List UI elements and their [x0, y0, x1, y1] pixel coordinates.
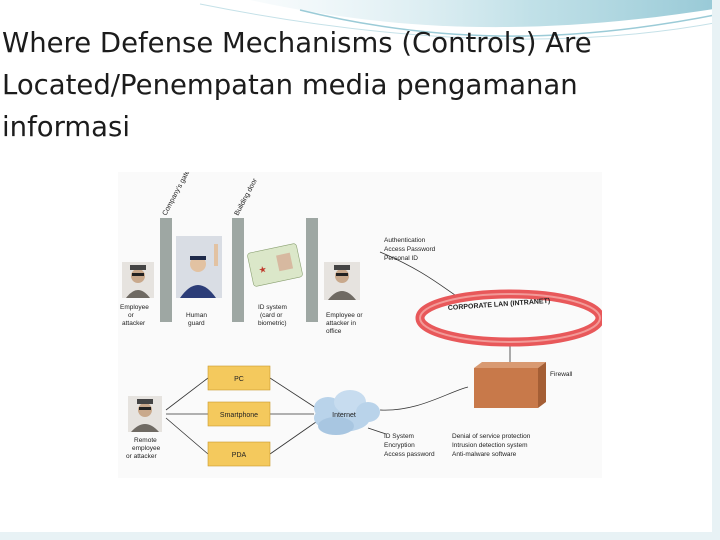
auth-item-1: Authentication: [384, 237, 426, 244]
remote-to-pda-line: [166, 418, 208, 454]
svg-text:Employee or attacker in: Employee or attacker in office: [326, 312, 364, 335]
defense-diagram: Company's gate Building door Employee or…: [118, 172, 602, 478]
bottom-left-item-1: ID System: [384, 433, 414, 440]
id-system-label-1: ID system: [258, 304, 287, 311]
firewall-icon: [474, 362, 546, 408]
attacker-left-label-3: attacker: [122, 320, 146, 327]
smartphone-label: Smartphone: [220, 412, 258, 419]
svg-text:Denial of service protection: Denial of service protection Intrusion d…: [452, 433, 532, 458]
building-door-post: [232, 218, 244, 322]
building-door-label: Building door: [234, 177, 260, 217]
bottom-border-bar: [0, 532, 720, 540]
id-card-icon: ★: [247, 243, 303, 287]
bottom-left-item-3: Access password: [384, 451, 435, 458]
pc-label: PC: [234, 376, 244, 383]
pc-to-internet-line: [270, 378, 316, 408]
svg-text:ID System Encryption: ID System Encryption Access password: [384, 433, 435, 458]
pda-box: PDA: [208, 442, 270, 466]
company-gate-post: [160, 218, 172, 322]
bottom-left-item-2: Encryption: [384, 442, 415, 449]
svg-text:Employee or attack: Employee or attacker: [120, 304, 151, 327]
slide-title: Where Defense Mechanisms (Controls) Are …: [2, 22, 714, 148]
svg-text:Authentication Access Pa: Authentication Access Password Personal …: [384, 237, 437, 262]
human-guard-icon: [176, 236, 222, 298]
bottom-right-item-3: Anti-malware software: [452, 451, 517, 458]
firewall-label: Firewall: [550, 371, 573, 378]
svg-text:Remote employee or: Remote employee or attacker: [126, 437, 162, 460]
svg-text:Human guard: Human guard: [186, 312, 209, 327]
company-gate-label: Company's gate: [162, 172, 192, 217]
title-line-3: informasi: [2, 106, 714, 148]
bottom-right-item-2: Intrusion detection system: [452, 442, 528, 449]
remote-label-1: Remote: [134, 437, 157, 444]
svg-text:ID system (card or: ID system (card or biometric): [258, 304, 289, 327]
bottom-right-item-1: Denial of service protection: [452, 433, 531, 440]
remote-to-pc-line: [166, 378, 208, 410]
human-guard-label-1: Human: [186, 312, 207, 319]
diagram-canvas: Company's gate Building door Employee or…: [118, 172, 602, 478]
title-line-2: Located/Penempatan media pengamanan: [2, 64, 714, 106]
attacker-left-label-1: Employee: [120, 304, 149, 311]
attacker-left-label-2: or: [128, 312, 135, 319]
attacker-office-icon: [324, 262, 360, 300]
remote-label-3: or attacker: [126, 453, 158, 460]
id-system-label-2: (card or: [260, 312, 283, 319]
attacker-office-label-1: Employee or: [326, 312, 363, 319]
attacker-office-label-3: office: [326, 328, 342, 335]
id-system-label-3: biometric): [258, 320, 287, 327]
title-line-1: Where Defense Mechanisms (Controls) Are: [2, 22, 714, 64]
smartphone-box: Smartphone: [208, 402, 270, 426]
remote-attacker-icon: [128, 396, 162, 432]
attacker-left-icon: [122, 262, 154, 298]
internet-to-firewall-line: [380, 387, 468, 410]
internet-label: Internet: [332, 412, 356, 419]
attacker-office-label-2: attacker in: [326, 320, 356, 327]
office-door-post: [306, 218, 318, 322]
pda-label: PDA: [232, 452, 247, 459]
pda-to-internet-line: [270, 422, 316, 454]
auth-item-3: Personal ID: [384, 255, 418, 262]
remote-label-2: employee: [132, 445, 161, 452]
human-guard-label-2: guard: [188, 320, 205, 327]
pc-box: PC: [208, 366, 270, 390]
auth-item-2: Access Password: [384, 246, 436, 253]
